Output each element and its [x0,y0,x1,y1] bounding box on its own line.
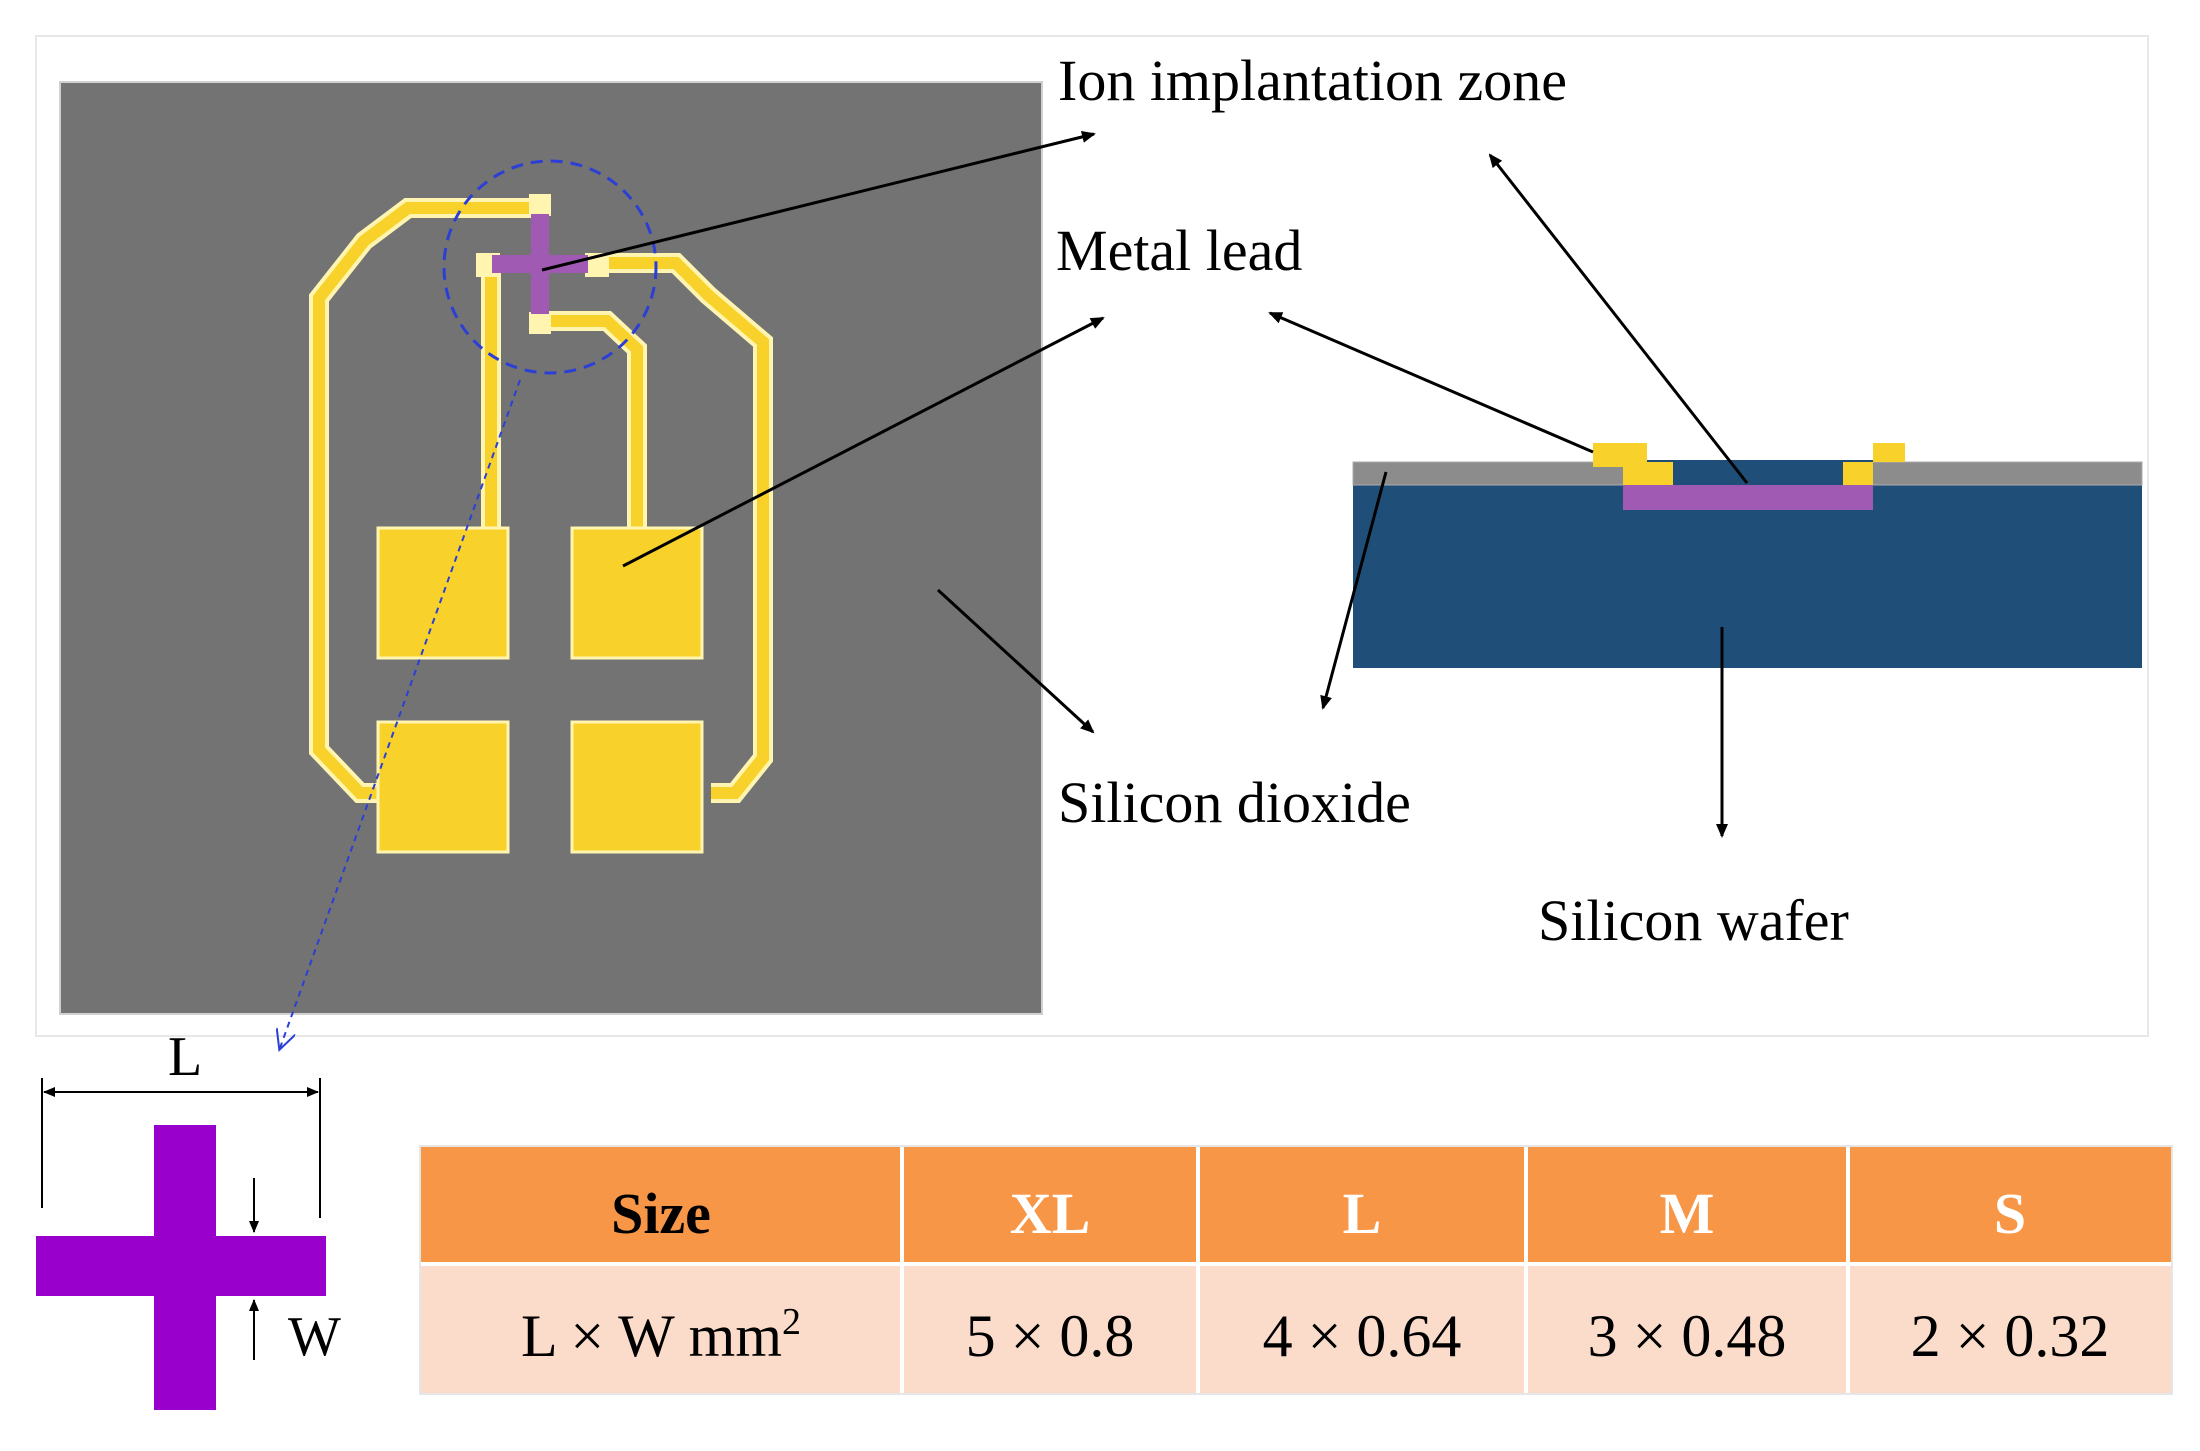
table-header-size: Size [611,1181,711,1246]
table-cell-m: 3 × 0.48 [1588,1303,1787,1369]
contact-pad [376,720,510,854]
size-table: Size XL L M S L × W mm2 5 × 0.8 4 × 0.64… [419,1145,2173,1395]
metal-lead-right [1873,443,1905,462]
cross-dimension-figure: L W [36,1026,341,1410]
table-row-label: L × W mm2 [521,1301,801,1369]
label-silicon-dioxide: Silicon dioxide [1058,770,1411,835]
chip-top-view [59,81,1043,1048]
implant-region [1623,485,1873,510]
metal-traces [309,198,773,803]
callout-arrows [541,131,1749,838]
contact-pad [376,526,510,660]
label-ion-implantation-zone: Ion implantation zone [1058,48,1567,113]
contact-pads [376,526,704,854]
table-header-l: L [1343,1181,1382,1246]
contact-pad [570,720,704,854]
cross-horizontal-bar [36,1236,326,1296]
zoom-circle [442,159,658,375]
ion-implant-cross [492,214,588,314]
figure-frame [35,35,2149,1037]
table-cell-xl: 5 × 0.8 [966,1303,1135,1369]
metal-lead-left [1593,443,1673,485]
table-data-row [420,1264,2172,1394]
table-header-m: M [1660,1181,1715,1246]
silicon-dioxide-surface [59,81,1043,1015]
table-cell-l: 4 × 0.64 [1263,1303,1462,1369]
cross-section [1352,443,2143,668]
table-header-s: S [1994,1181,2026,1246]
table-header-row [420,1146,2172,1264]
zoom-pointer [280,379,521,1048]
dimension-L-label: L [168,1026,202,1088]
table-header-xl: XL [1010,1181,1091,1246]
label-silicon-wafer: Silicon wafer [1538,888,1849,953]
table-cell-s: 2 × 0.32 [1911,1303,2110,1369]
dimension-W-label: W [288,1306,341,1368]
table-row-label-superscript: 2 [782,1301,801,1343]
contact-pad [570,526,704,660]
silicon-wafer-block [1353,483,2142,668]
label-metal-lead: Metal lead [1056,218,1302,283]
